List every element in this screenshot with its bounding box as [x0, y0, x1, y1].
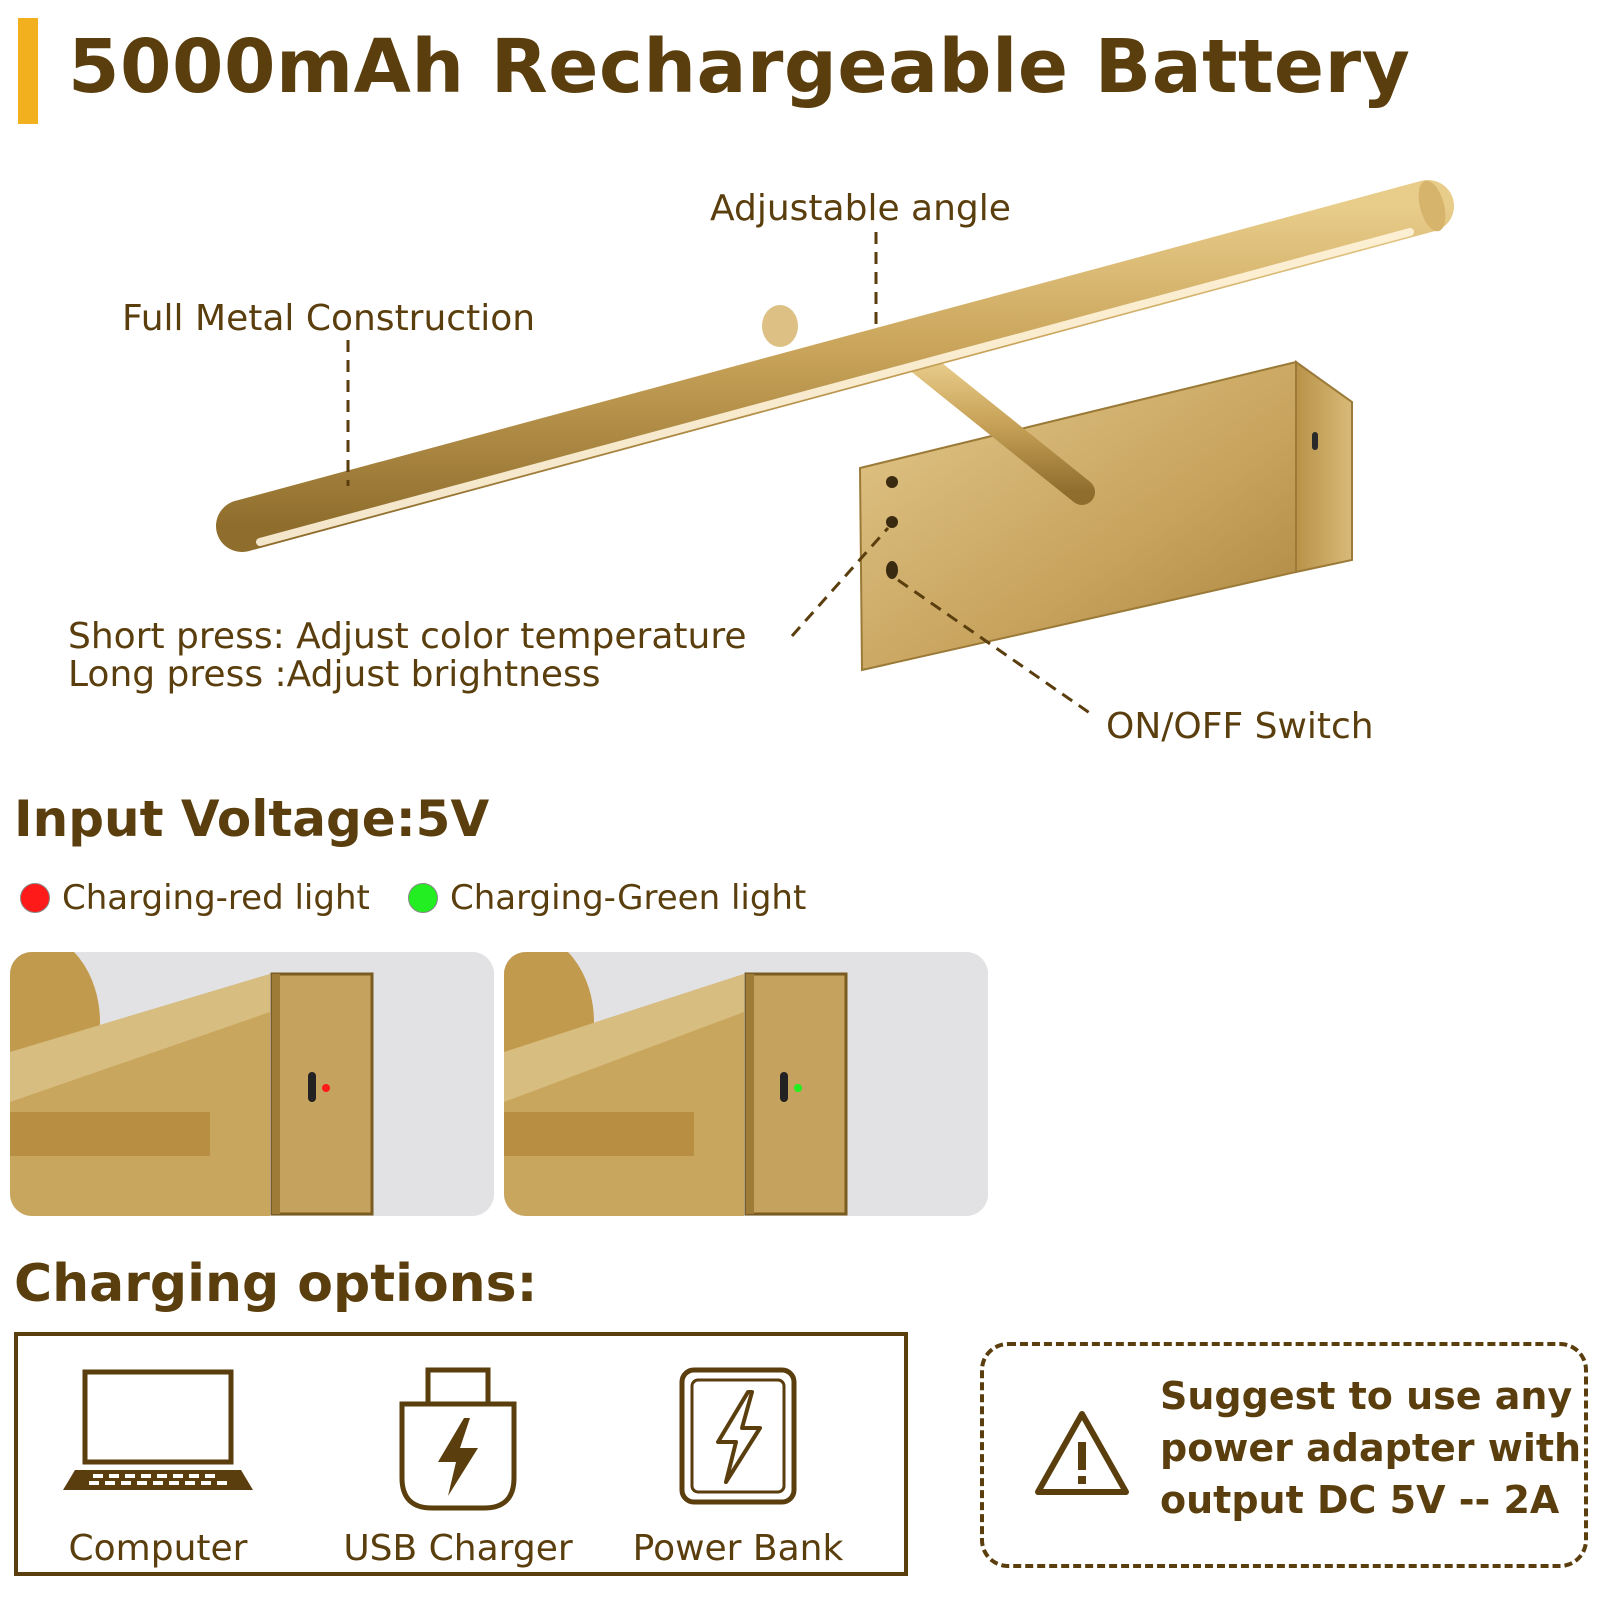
- lamp-bar: [216, 180, 1454, 552]
- red-dot-icon: [20, 883, 50, 913]
- adapter-tip-text: Suggest to use any power adapter with ou…: [1160, 1370, 1581, 1526]
- warning-icon: [1035, 1411, 1129, 1495]
- leader-press: [790, 527, 890, 637]
- tip-line-1: Suggest to use any: [1160, 1374, 1573, 1418]
- button-2: [886, 516, 898, 528]
- charging-options-box: Computer USB Charger Power Bank: [14, 1332, 908, 1576]
- option-power-bank: Power Bank: [618, 1336, 858, 1576]
- usb-charger-icon: [399, 1367, 517, 1511]
- option-usb-charger-label: USB Charger: [343, 1528, 573, 1569]
- option-computer: Computer: [38, 1336, 278, 1576]
- hinge-cap: [762, 305, 798, 347]
- power-bank-icon: [679, 1367, 797, 1505]
- photo-red-light: [10, 952, 494, 1216]
- option-computer-label: Computer: [68, 1528, 248, 1569]
- page-title: 5000mAh Rechargeable Battery: [68, 24, 1411, 110]
- input-voltage-heading: Input Voltage:5V: [14, 790, 490, 848]
- box-front-face: [858, 360, 1297, 672]
- callout-adjustable-angle: Adjustable angle: [710, 188, 1011, 229]
- title-accent-bar: [18, 18, 38, 124]
- lamp-end-cap: [1418, 180, 1446, 232]
- photo-green-light: [504, 952, 988, 1216]
- lamp-arm: [907, 349, 1095, 505]
- laptop-icon: [63, 1369, 253, 1490]
- option-power-bank-label: Power Bank: [632, 1528, 844, 1569]
- usb-port: [1312, 432, 1318, 450]
- adapter-tip-box: Suggest to use any power adapter with ou…: [980, 1342, 1588, 1568]
- lamp-illustration: [216, 180, 1454, 718]
- green-dot-icon: [408, 883, 438, 913]
- callout-full-metal: Full Metal Construction: [122, 298, 536, 339]
- tip-line-3: output DC 5V -- 2A: [1160, 1478, 1560, 1522]
- tip-line-2: power adapter with: [1160, 1426, 1582, 1470]
- button-1: [886, 476, 898, 488]
- lamp-light-strip: [256, 228, 1414, 546]
- box-end-face: [1295, 360, 1353, 574]
- option-usb-charger: USB Charger: [328, 1336, 588, 1576]
- indicator-red-label: Charging-red light: [62, 878, 370, 918]
- callout-long-press: Long press :Adjust brightness: [68, 654, 601, 695]
- callout-buttons: Short press: Adjust color temperature Lo…: [68, 618, 747, 694]
- indicator-green: Charging-Green light: [408, 878, 806, 918]
- indicator-green-label: Charging-Green light: [450, 878, 807, 918]
- button-power: [886, 561, 898, 579]
- indicator-red: Charging-red light: [20, 878, 370, 918]
- callout-short-press: Short press: Adjust color temperature: [68, 616, 747, 657]
- callout-on-off: ON/OFF Switch: [1106, 706, 1374, 747]
- charging-options-heading: Charging options:: [14, 1254, 538, 1314]
